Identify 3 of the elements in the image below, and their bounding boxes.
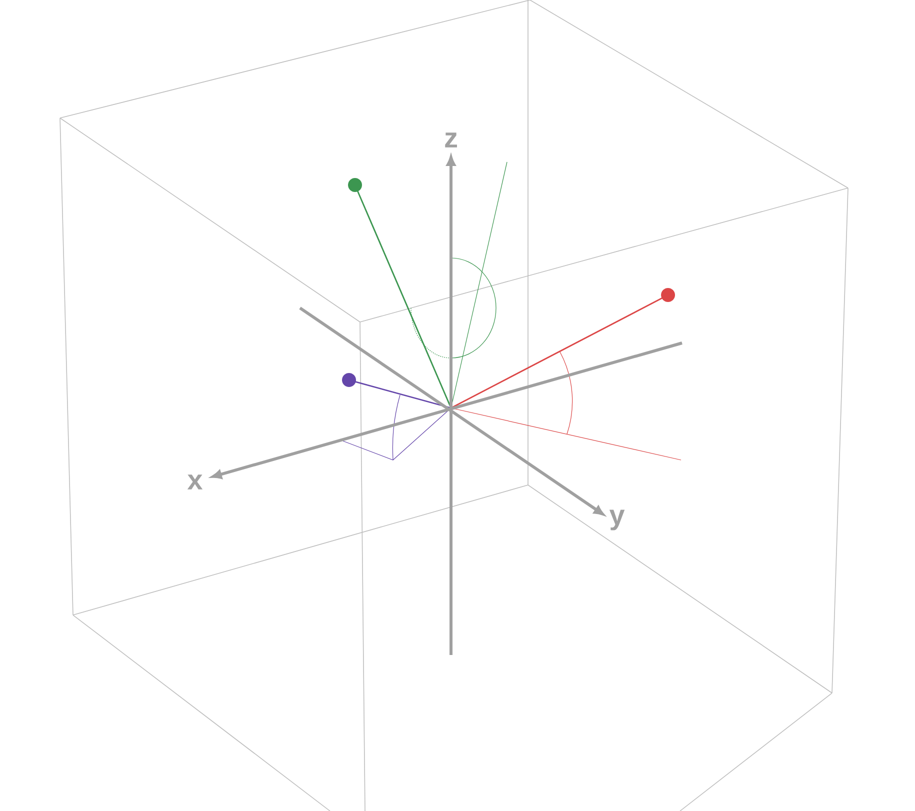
axis-label: x bbox=[187, 474, 203, 490]
axis-label: y bbox=[609, 510, 625, 530]
axis-label: z bbox=[445, 132, 457, 148]
